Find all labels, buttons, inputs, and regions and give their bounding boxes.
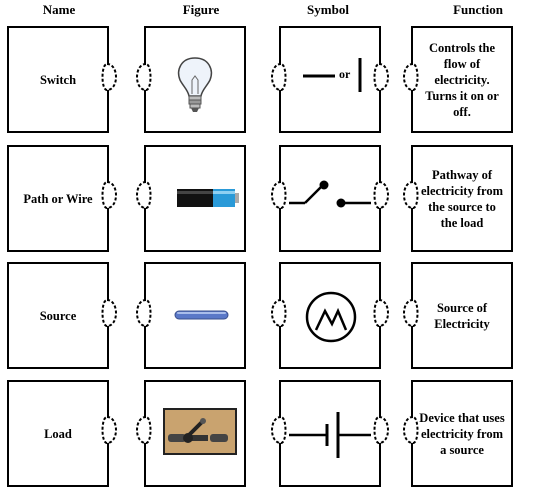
battery-icon [177,189,239,207]
function-card-load: Device that uses electricity from a sour… [411,380,513,487]
name-card-load: Load [7,380,109,487]
name-label: Load [44,426,72,441]
function-card-source: Source of Electricity [411,262,513,369]
name-card-source: Source [7,262,109,369]
wire-icon [174,310,229,320]
header-function: Function [453,2,503,17]
header-figure: Figure [182,2,220,17]
generator-symbol-icon [305,291,357,343]
battery-cell-symbol-icon [289,412,371,458]
function-text: Source of Electricity [434,300,490,331]
symbol-card-battery-cell [279,380,381,487]
function-text: Controls the flow of electricity. Turns … [425,40,499,119]
figure-card-light-bulb [144,26,246,133]
symbol-card-switch: or [279,26,381,133]
symbol-card-open-switch [279,145,381,252]
figure-card-switch [144,380,246,487]
symbol-card-generator [279,262,381,369]
figure-card-battery [144,145,246,252]
header-symbol: Symbol [307,2,349,17]
knife-switch-icon [163,408,237,455]
open-switch-symbol-icon [289,180,371,208]
name-label: Path or Wire [23,191,93,206]
figure-card-wire [144,262,246,369]
function-text: Device that uses electricity from a sour… [419,410,505,457]
name-card-path-or-wire: Path or Wire [7,145,109,252]
light-bulb-icon [177,57,213,112]
function-card-path: Pathway of electricity from the source t… [411,145,513,252]
or-label: or [339,67,351,81]
header-name: Name [42,2,76,17]
switch-symbol-icon [303,58,362,92]
function-text: Pathway of electricity from the source t… [420,167,503,230]
name-card-switch: Switch [7,26,109,133]
function-card-switch: Controls the flow of electricity. Turns … [411,26,513,133]
name-label: Source [39,308,77,323]
name-label: Switch [39,72,77,87]
